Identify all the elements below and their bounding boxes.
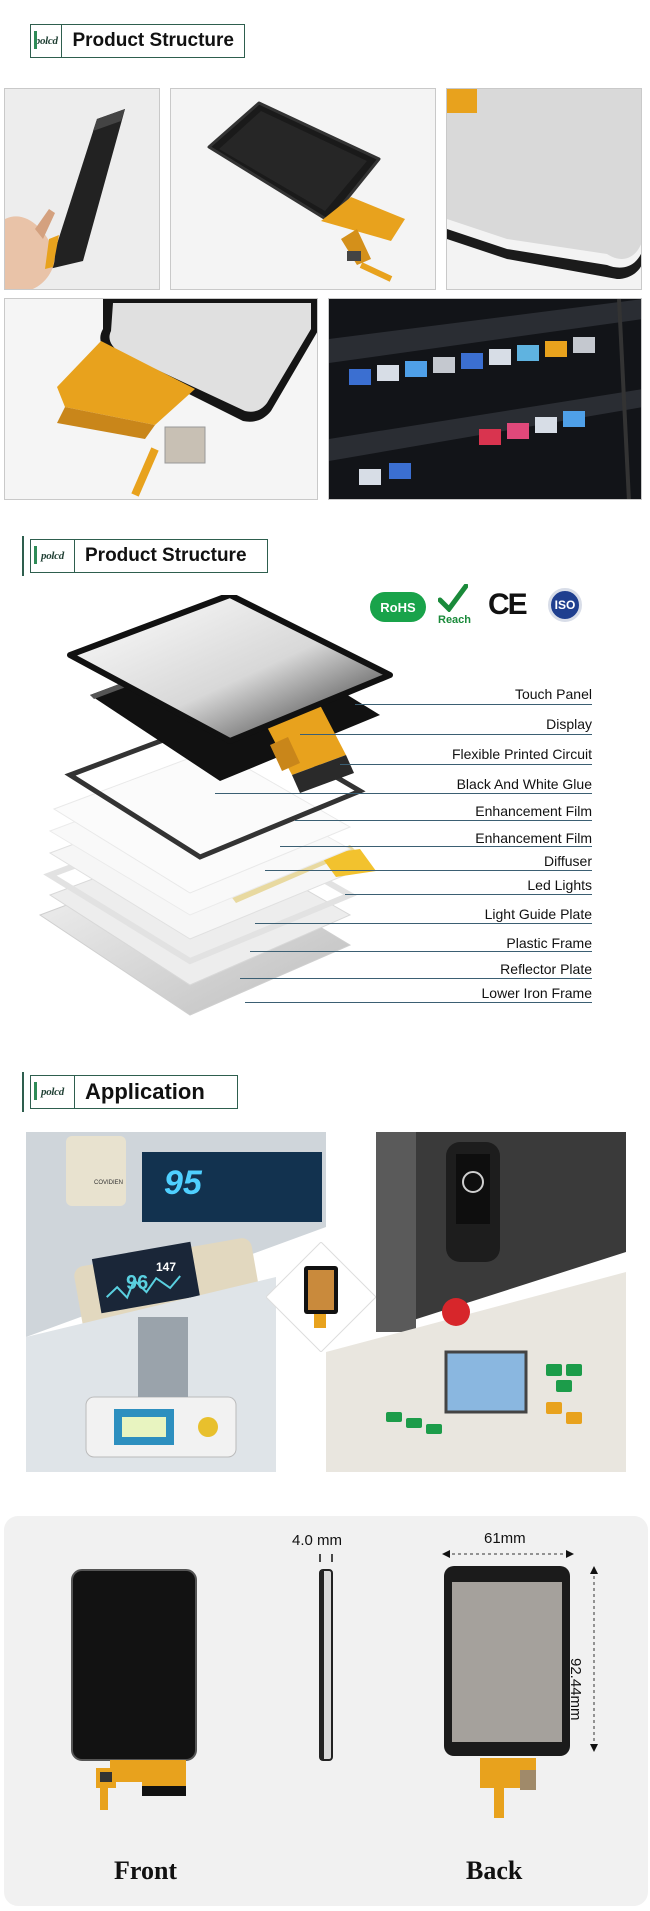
leader-line [240,978,592,979]
industrial-control-panel-photo [326,1272,626,1472]
section-bracket [22,536,24,576]
layer-label-fpc: Flexible Printed Circuit [451,746,592,762]
polcd-logo: polcd [31,1076,75,1108]
layer-label-led-lights: Led Lights [527,877,592,893]
layer-label-enhancement-film-2: Enhancement Film [475,830,592,846]
photo-lcd-angled-front [170,88,436,290]
leader-line [250,951,592,952]
exploded-layer-diagram [38,595,393,1016]
layer-label-black-white-glue: Black And White Glue [456,776,592,792]
layer-label-plastic-frame: Plastic Frame [506,935,592,951]
rohs-badge: RoHS [370,592,426,622]
leader-line [280,846,592,847]
leader-line [345,894,592,895]
photo-lcd-warehouse-shelf [328,298,642,500]
layer-label-lower-iron-frame: Lower Iron Frame [481,985,592,1001]
photo-lcd-fpc-closeup [4,298,318,500]
leader-line [215,793,592,794]
back-label: Back [466,1856,523,1885]
iso-badge: ISO [548,588,582,622]
photo-lcd-back-corner [446,88,642,290]
hand-lcd-illustration [5,89,159,289]
monitor-pulse-reading: 147 [156,1260,177,1274]
product-lcd-diamond [266,1242,376,1352]
monitor-brand-text: COVIDIEN [94,1180,124,1186]
photo-hand-holding-lcd [4,88,160,290]
section-bracket [22,1072,24,1112]
leader-line [255,923,592,924]
lab-device-photo [26,1277,276,1472]
height-label: 92.44mm [567,1658,584,1721]
warehouse-illustration [329,299,641,499]
section-header-structure-diagram: polcd Product Structure [30,539,268,573]
polcd-logo: polcd [31,25,63,57]
monitor-large-reading: 95 [164,1164,202,1202]
fpc-closeup-illustration [5,299,317,499]
logo-text: polcd [41,550,64,562]
leader-line [265,870,592,871]
thickness-label: 4.0 mm [292,1532,343,1549]
section-title: Product Structure [72,30,234,51]
leader-line [340,764,592,765]
reach-check-icon [438,584,468,612]
leader-line [245,1002,592,1003]
layer-label-light-guide-plate: Light Guide Plate [484,906,592,922]
fingerprint-kiosk-photo [376,1132,626,1332]
side-view-lcd [319,1554,333,1761]
back-view-lcd [442,1550,598,1818]
reach-label: Reach [438,614,472,626]
logo-text: polcd [34,35,58,47]
section-title: Product Structure [85,545,247,566]
layer-label-display: Display [546,716,592,732]
layer-label-diffuser: Diffuser [544,853,592,869]
front-view-lcd [71,1569,197,1810]
leader-line [300,734,592,735]
application-collage: COVIDIEN 95 96 147 [26,1132,626,1472]
leader-line [355,704,592,705]
section-title: Application [85,1079,205,1104]
polcd-logo: polcd [31,540,75,572]
layer-label-touch-panel: Touch Panel [514,686,592,702]
section-header-structure-photos: polcd Product Structure [30,24,245,58]
logo-text: polcd [41,1086,64,1098]
front-label: Front [114,1856,178,1885]
layer-label-reflector-plate: Reflector Plate [500,961,592,977]
lcd-front-illustration [171,89,435,289]
monitor-small-reading: 96 [126,1272,149,1294]
layer-label-enhancement-film-1: Enhancement Film [475,803,592,819]
section-header-application: polcd Application [30,1075,238,1109]
lcd-back-illustration [447,89,641,289]
leader-line [295,820,592,821]
width-label: 61mm [484,1530,526,1547]
ce-mark: CE [488,588,528,621]
